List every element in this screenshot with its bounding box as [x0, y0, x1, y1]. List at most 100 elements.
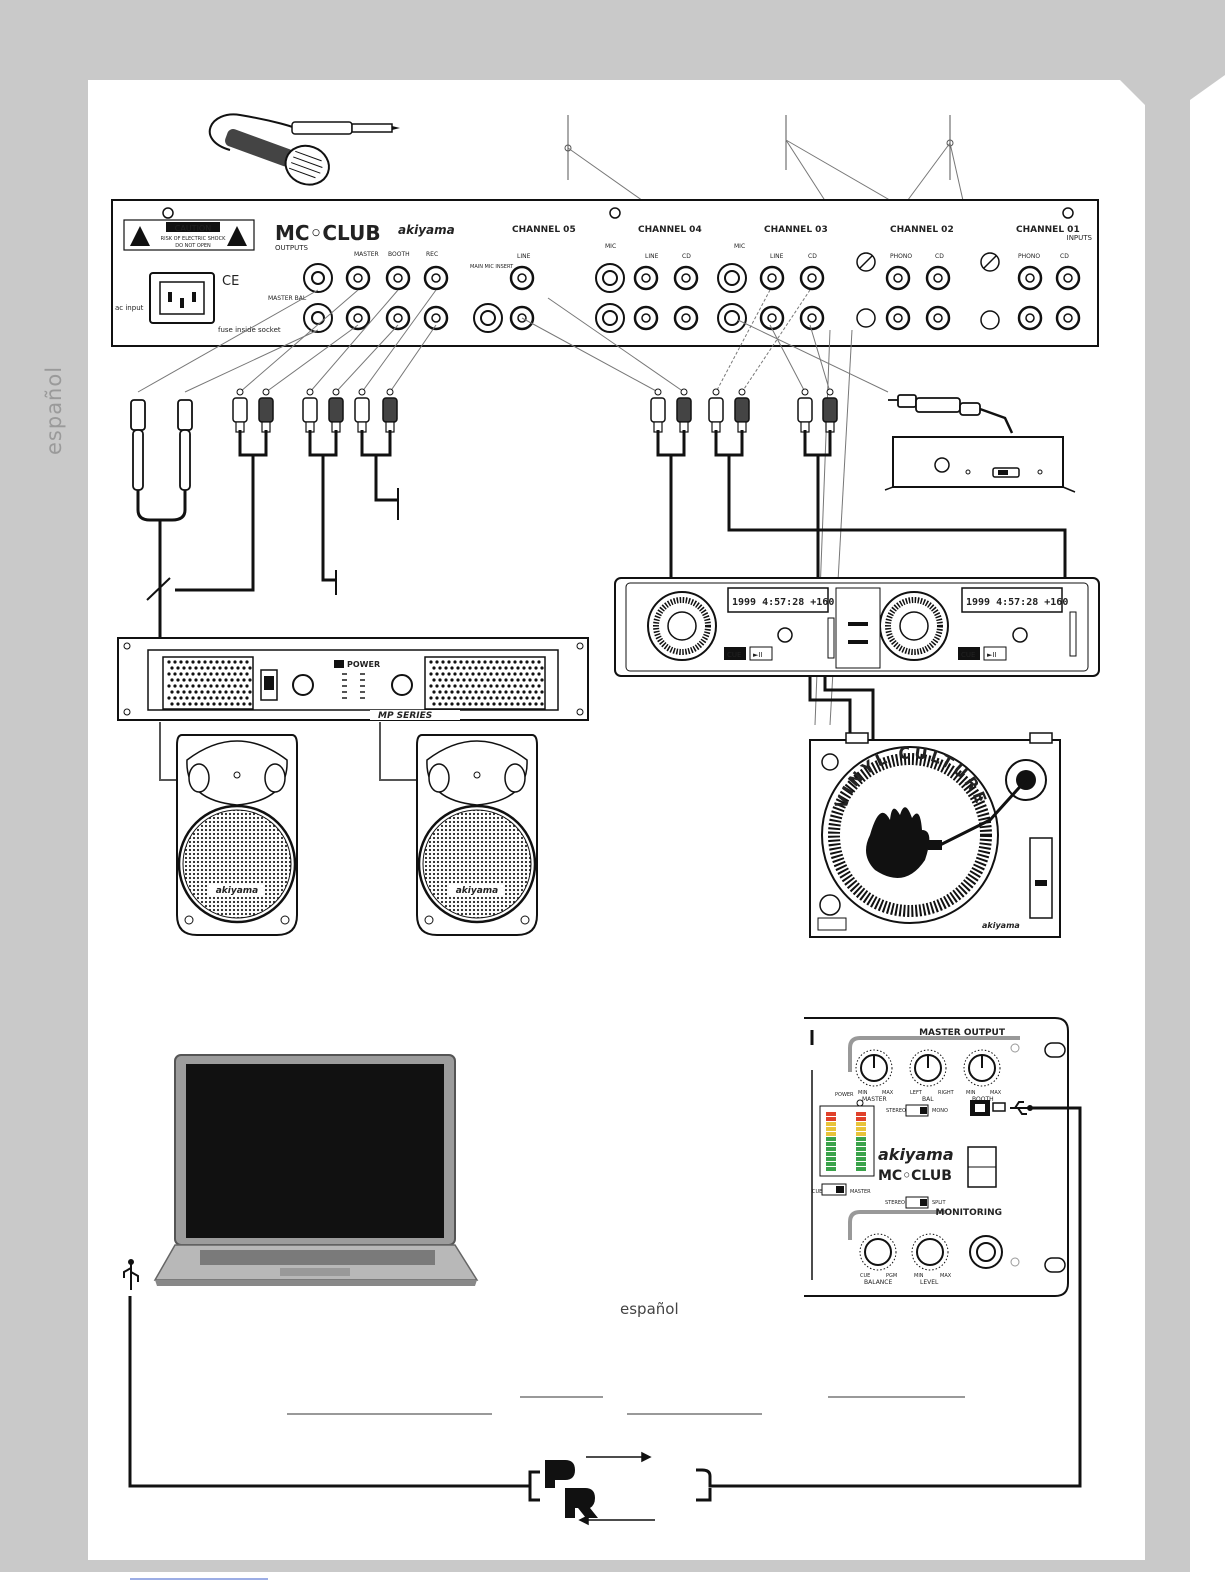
speaker-right: akiyama — [416, 734, 538, 936]
ch4-cd-label: CD — [682, 253, 691, 260]
rca-plug — [676, 388, 692, 433]
play-label-right: ►II — [987, 651, 997, 659]
ch5-line-label: LINE — [517, 253, 531, 260]
microphone-icon — [208, 113, 400, 186]
amp-gain-knob-left — [292, 674, 314, 696]
channel-02-label: CHANNEL 02 — [890, 225, 954, 235]
balance-cue-label: CUE — [860, 1273, 870, 1279]
caution-sub2: DO NOT OPEN — [175, 243, 211, 249]
front-akiyama-logo: akiyama — [878, 1145, 954, 1164]
outputs-label: OUTPUTS — [275, 244, 309, 252]
pr-logo — [545, 1460, 598, 1518]
booth-max-label: MAX — [990, 1090, 1002, 1096]
amp-grille-right — [424, 656, 546, 710]
black-cables — [175, 430, 1067, 740]
dual-cd-player: 1999 4:57:28 +160 1999 4:57:28 +160 CUE … — [614, 577, 1100, 677]
flow-arrows — [578, 1451, 655, 1526]
split-label: SPLIT — [932, 1200, 946, 1206]
booth-out-label: BOOTH — [388, 251, 410, 258]
laptop — [153, 1054, 479, 1286]
channel-05-label: CHANNEL 05 — [512, 225, 576, 235]
phono-preamp-box — [884, 436, 1076, 493]
play-label-left: ►II — [753, 651, 763, 659]
pitch-fader — [1029, 837, 1053, 919]
rec-out-label: REC — [426, 251, 438, 258]
level-meter-right — [856, 1112, 866, 1171]
amp-gain-knob-right — [391, 674, 413, 696]
inputs-label: INPUTS — [1067, 234, 1093, 242]
footer-language-label: español — [620, 1300, 679, 1318]
caution-sub: RISK OF ELECTRIC SHOCK — [161, 236, 226, 242]
bal-right-label: RIGHT — [938, 1090, 955, 1096]
bottom-strip — [0, 1572, 1225, 1585]
amp-brand: POWER — [347, 660, 380, 669]
jack-plugs — [130, 399, 193, 491]
turntable: VINYL CULTURE akiyama — [809, 732, 1061, 938]
laptop-screen — [186, 1064, 444, 1238]
akiyama-logo: akiyama — [398, 223, 455, 237]
rca-plug — [734, 388, 750, 433]
ch2-phono-label: PHONO — [890, 253, 912, 260]
speaker-brand: akiyama — [216, 886, 259, 896]
fuse-label: fuse inside socket — [218, 326, 281, 334]
balance-pgm-label: PGM — [886, 1273, 897, 1279]
level-max-label: MAX — [940, 1273, 952, 1279]
master-out-cable — [136, 490, 187, 640]
channel-03-label: CHANNEL 03 — [764, 225, 828, 235]
stereo-label-2: STEREO — [885, 1200, 905, 1206]
mixer-front-panel: MASTER OUTPUT MIN MAX MASTER LEFT RIGHT … — [804, 1017, 1069, 1297]
cue-switch-label: CUE — [812, 1189, 822, 1195]
side-language-label: español — [42, 365, 66, 455]
rca-plug — [822, 388, 838, 433]
usb-cable — [128, 1106, 1082, 1488]
mic-preamp-plug — [888, 394, 1014, 434]
cd-display-left — [727, 587, 829, 613]
speaker-left: akiyama — [176, 734, 298, 936]
thin-connection-lines — [137, 289, 889, 726]
blank-lines — [287, 1396, 965, 1415]
ch3-line-label: LINE — [770, 253, 784, 260]
main-mic-insert-label: MAIN MIC INSERT — [470, 264, 514, 270]
master-knob-label: MASTER — [862, 1096, 887, 1103]
ch3-cd-label: CD — [808, 253, 817, 260]
master-out-label: MASTER — [354, 251, 379, 258]
cue-label-left: CUE — [727, 651, 741, 659]
usb-icon-laptop — [123, 1259, 139, 1290]
mono-label: MONO — [932, 1108, 948, 1114]
rca-plug — [650, 388, 666, 433]
master-max-label: MAX — [882, 1090, 894, 1096]
level-meter-left — [826, 1112, 836, 1171]
turntable-brand: akiyama — [982, 921, 1020, 930]
cue-button-right — [958, 647, 980, 660]
rca-plug — [382, 388, 398, 433]
stereo-label: STEREO — [886, 1108, 906, 1114]
ac-input-label: ac input — [115, 304, 144, 312]
power-label: POWER — [835, 1092, 854, 1098]
hand-print-icon — [866, 807, 930, 878]
cue-label-right: CUE — [961, 651, 975, 659]
booth-min-label: MIN — [966, 1090, 976, 1096]
channel-04-label: CHANNEL 04 — [638, 225, 702, 235]
master-bal-label: MASTER BAL — [268, 295, 307, 302]
ce-mark: CE — [222, 274, 239, 289]
cd-display-right-text: 1999 4:57:28 +160 — [966, 597, 1068, 608]
rca-plug — [302, 388, 318, 433]
ch4-line-label: LINE — [645, 253, 659, 260]
front-mcclub-logo: MC◦CLUB — [878, 1168, 952, 1184]
ch4-mic-label: MIC — [605, 243, 616, 250]
rca-plug — [328, 388, 344, 433]
bal-knob-label: BAL — [922, 1096, 934, 1103]
speaker-brand: akiyama — [456, 886, 499, 896]
amp-grille-left — [162, 656, 254, 710]
rca-plugs — [232, 388, 838, 433]
ch1-cd-label: CD — [1060, 253, 1069, 260]
mc-club-logo: MC◦CLUB — [275, 221, 381, 245]
mixer-rear-panel: CAUTION RISK OF ELECTRIC SHOCK DO NOT OP… — [111, 199, 1099, 347]
rca-plug — [354, 388, 370, 433]
level-min-label: MIN — [914, 1273, 924, 1279]
monitoring-label: MONITORING — [936, 1208, 1002, 1218]
cd-display-left-text: 1999 4:57:28 +160 — [732, 597, 834, 608]
ch1-phono-label: PHONO — [1018, 253, 1040, 260]
